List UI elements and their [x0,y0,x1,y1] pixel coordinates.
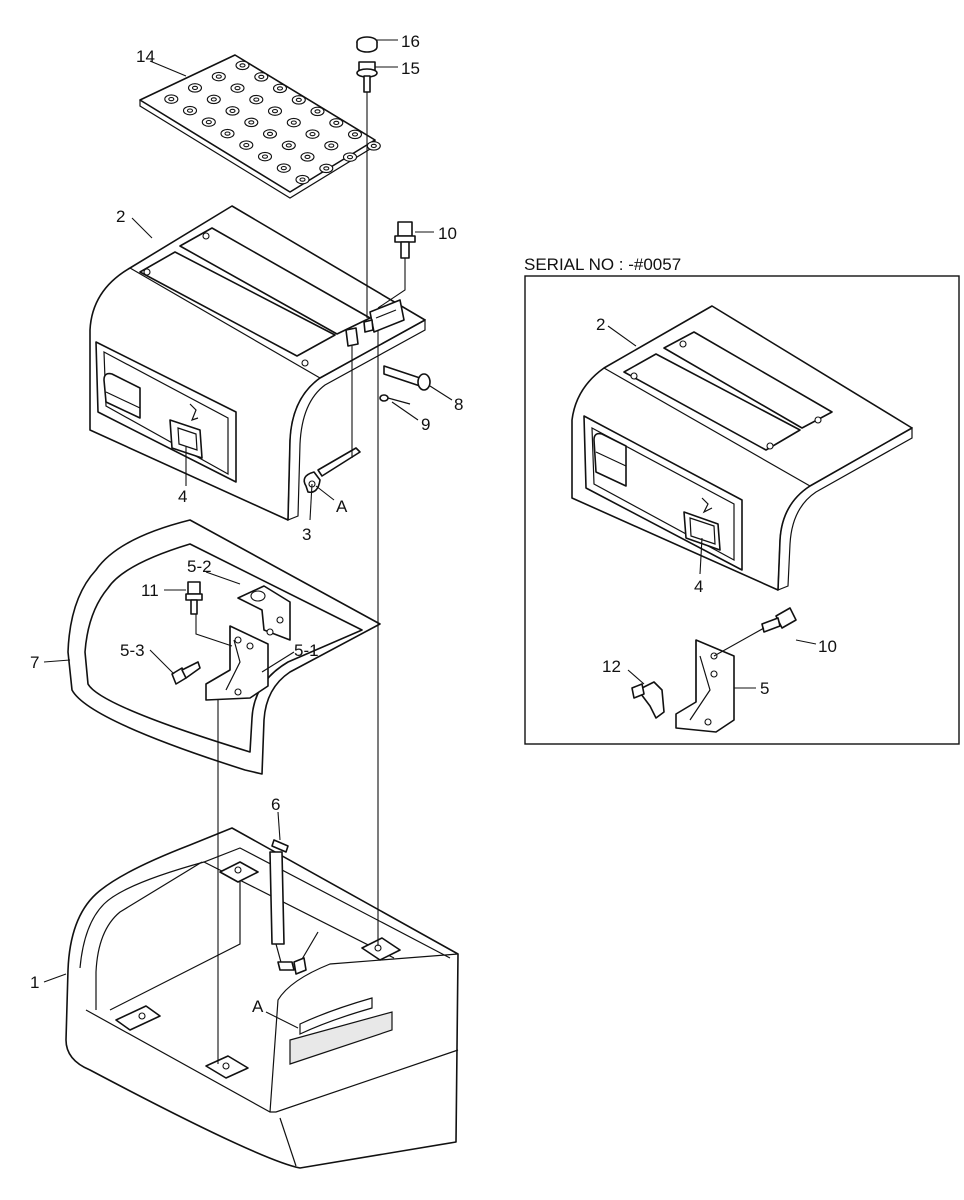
plate-perforation-center [290,120,297,125]
clip-part-9 [379,394,411,405]
plate-perforation-center [205,119,212,125]
callout-A-top: A [336,497,348,516]
frame-part-7 [67,519,381,775]
bolt-part-10 [394,221,416,259]
base-box-part-1 [65,827,459,1169]
plate-perforation-center [271,108,279,114]
inset-latch-part-12 [631,681,665,719]
plate-perforation-center [168,96,175,102]
callout-3: 3 [302,525,311,544]
callout-A-bottom: A [252,997,264,1016]
callout-11: 11 [141,581,159,600]
bracket-part-5-2 [237,585,291,641]
plate-perforation-center [234,85,241,91]
inset-callout-5: 5 [760,679,769,698]
callout-8: 8 [454,395,463,414]
plate-perforation-center [253,97,260,102]
callout-5-3: 5-3 [120,641,145,660]
callout-4: 4 [178,487,187,506]
inset-leaders [607,325,817,689]
plate-perforation-center [351,132,359,137]
inset-callout-labels: 2 4 10 12 5 [596,315,837,698]
inset-bolt-part-10 [761,607,797,633]
plate-perforation-center [304,154,311,160]
plate-perforation-center [280,165,287,171]
plate-perforation-center [276,86,284,91]
plate-perforation-center [239,63,246,68]
inset-callout-4: 4 [694,577,703,596]
inset-callout-2: 2 [596,315,605,334]
plate-perforation-center [210,97,217,102]
callout-6: 6 [271,795,280,814]
plate-perforation-center [261,154,269,159]
plate-perforation-center [258,74,265,80]
inset-callout-12: 12 [602,657,621,676]
plate-perforation-center [229,108,236,114]
plate-perforation-center [309,131,316,137]
callout-14: 14 [136,47,155,66]
plate-perforation-center [370,143,377,149]
plate-perforation-center [295,97,302,103]
callout-10: 10 [438,224,457,243]
callout-7: 7 [30,653,39,672]
plate-perforation-center [215,74,222,79]
callout-labels: 16 15 14 2 10 8 9 4 3 A 5-2 11 5-3 5-1 7… [30,32,463,1016]
assembly-lines [195,92,406,1064]
inset-bracket-part-5 [675,639,735,733]
plate-perforation-center [323,166,330,171]
bolt-part-5-3 [171,661,201,685]
serial-note: SERIAL NO : -#0057 [524,255,681,274]
plate-perforation-center [346,154,354,160]
callout-9: 9 [421,415,430,434]
callout-5-2: 5-2 [187,557,212,576]
step-plate-part-14 [139,54,381,199]
plate-perforation-center [333,120,340,126]
callout-16: 16 [401,32,420,51]
inset-box [524,275,960,745]
callout-leaders [43,39,453,1029]
plate-perforation-center [299,177,306,182]
cap-part-16 [356,36,378,53]
plate-perforation-center [224,131,231,136]
bolt-part-15 [356,61,378,93]
callout-2: 2 [116,207,125,226]
bolt-part-11 [185,581,203,615]
plate-perforation-center [191,85,199,91]
gas-spring-part-6 [269,839,319,975]
plate-perforation-center [266,131,274,137]
plate-perforation-center [248,120,255,125]
plate-perforation-center [314,109,321,114]
plate-perforation-center [285,143,292,148]
plate-perforation-center [243,142,250,148]
inset-callout-10: 10 [818,637,837,656]
callout-15: 15 [401,59,420,78]
callout-5-1: 5-1 [294,641,319,660]
callout-1: 1 [30,973,39,992]
bracket-part-5-1 [205,625,269,701]
plate-perforation-center [328,143,335,148]
plate-perforation-center [186,108,194,113]
inset-hood-cover-part-2 [571,305,913,591]
hood-cover-part-2 [89,205,426,521]
pin-part-8 [383,365,431,391]
